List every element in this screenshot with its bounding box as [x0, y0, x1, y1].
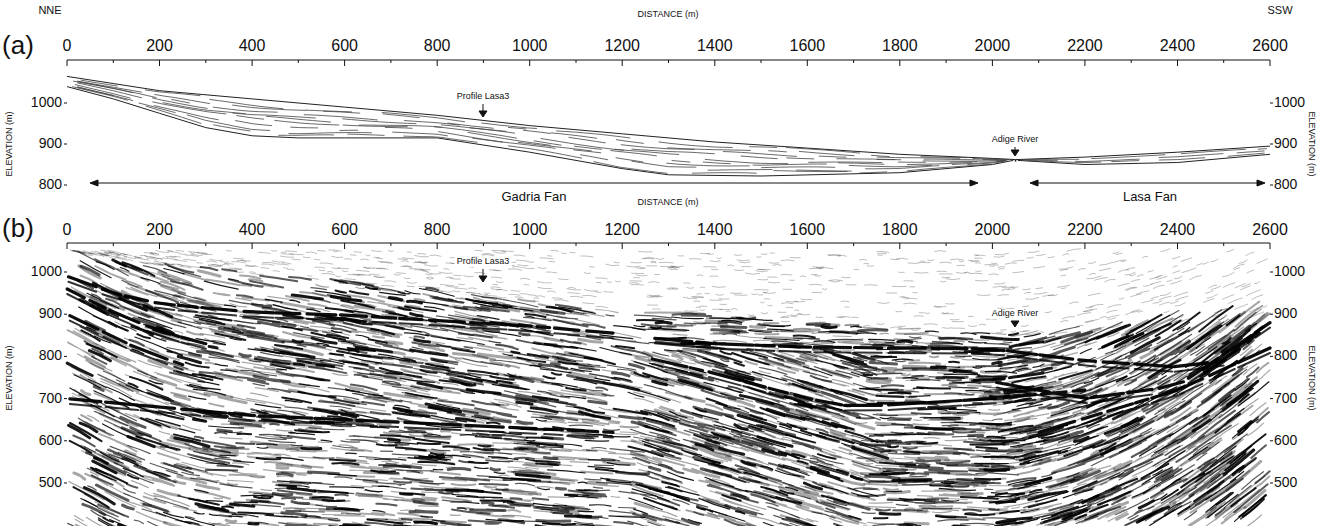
figure-label: 1000 [1274, 95, 1305, 110]
figure-label: 400 [239, 37, 266, 55]
figure-label: Profile Lasa3 [455, 92, 512, 102]
figure-label: 800 [39, 177, 62, 192]
figure-label: 1000 [512, 37, 548, 55]
figure-label: 1600 [790, 221, 826, 239]
figure-label: 800 [424, 221, 451, 239]
figure-label: 700 [1274, 391, 1297, 406]
figure-label: 1000 [1274, 264, 1305, 279]
figure-label: 1200 [604, 37, 640, 55]
figure-label: 2200 [1067, 37, 1103, 55]
figure-label: 2000 [975, 37, 1011, 55]
river-mark [1015, 160, 1017, 162]
figure-label: 400 [239, 221, 266, 239]
figure-label: 2600 [1252, 37, 1288, 55]
figure-label: 1200 [604, 221, 640, 239]
internal-reflectors [72, 80, 1267, 173]
figure-label: 2600 [1252, 221, 1288, 239]
figure-label: ELEVATION (m) [5, 111, 15, 176]
figure-label: 800 [1274, 349, 1297, 364]
figure-label: 600 [39, 433, 62, 448]
seismic-reflections [67, 277, 1270, 433]
figure-label: 2200 [1067, 221, 1103, 239]
figure-label: 600 [331, 37, 358, 55]
figure-label: 200 [146, 221, 173, 239]
fan-surface [67, 76, 1270, 159]
figure-label: ELEVATION (m) [1306, 345, 1316, 410]
figure-label: Adige River [990, 309, 1041, 319]
figure-label: 1000 [31, 95, 62, 110]
axis-line [64, 243, 1273, 483]
figure-label: Adige River [990, 135, 1041, 145]
figure-label: 500 [39, 475, 62, 490]
figure-label: 1800 [882, 37, 918, 55]
annotation-arrows [90, 104, 1265, 327]
figure-label: 900 [1274, 136, 1297, 151]
figure-label: (a) [2, 31, 34, 60]
figure-label: 1400 [697, 37, 733, 55]
figure-label: 900 [39, 306, 62, 321]
figure-label: SSW [1267, 4, 1292, 16]
figure-label: 900 [1274, 306, 1297, 321]
figure-label: 1400 [697, 221, 733, 239]
figure-label: 500 [1274, 475, 1297, 490]
figure-label: 900 [39, 136, 62, 151]
figure-label: Gadria Fan [501, 190, 566, 204]
seismic-reflections [67, 282, 1270, 438]
figure-label: 200 [146, 37, 173, 55]
figure-label: 0 [63, 37, 72, 55]
figure-label: 1600 [790, 37, 826, 55]
figure-label: 2000 [975, 221, 1011, 239]
figure-label: Lasa Fan [1123, 190, 1177, 204]
figure-label: NNE [38, 4, 61, 16]
figure-label: 800 [424, 37, 451, 55]
figure-label: 800 [39, 349, 62, 364]
figure-label: 1000 [512, 221, 548, 239]
figure-label: (b) [2, 214, 34, 243]
figure-label: 2400 [1160, 221, 1196, 239]
figure-label: DISTANCE (m) [638, 10, 699, 20]
seismic-reflections [73, 262, 1269, 526]
axis-line [64, 60, 1273, 185]
figure-label: 800 [1274, 177, 1297, 192]
seismic-reflections [74, 266, 1267, 526]
figure-label: 700 [39, 391, 62, 406]
figure-label: 1000 [31, 264, 62, 279]
figure-label: Profile Lasa3 [455, 257, 512, 267]
figure-label: 1800 [882, 221, 918, 239]
figure-label: 600 [1274, 433, 1297, 448]
figure-label: 600 [331, 221, 358, 239]
figure-label: 0 [63, 221, 72, 239]
figure-label: 2400 [1160, 37, 1196, 55]
figure-label: DISTANCE (m) [638, 198, 699, 208]
figure-label: ELEVATION (m) [5, 345, 15, 410]
figure-label: ELEVATION (m) [1306, 111, 1316, 176]
